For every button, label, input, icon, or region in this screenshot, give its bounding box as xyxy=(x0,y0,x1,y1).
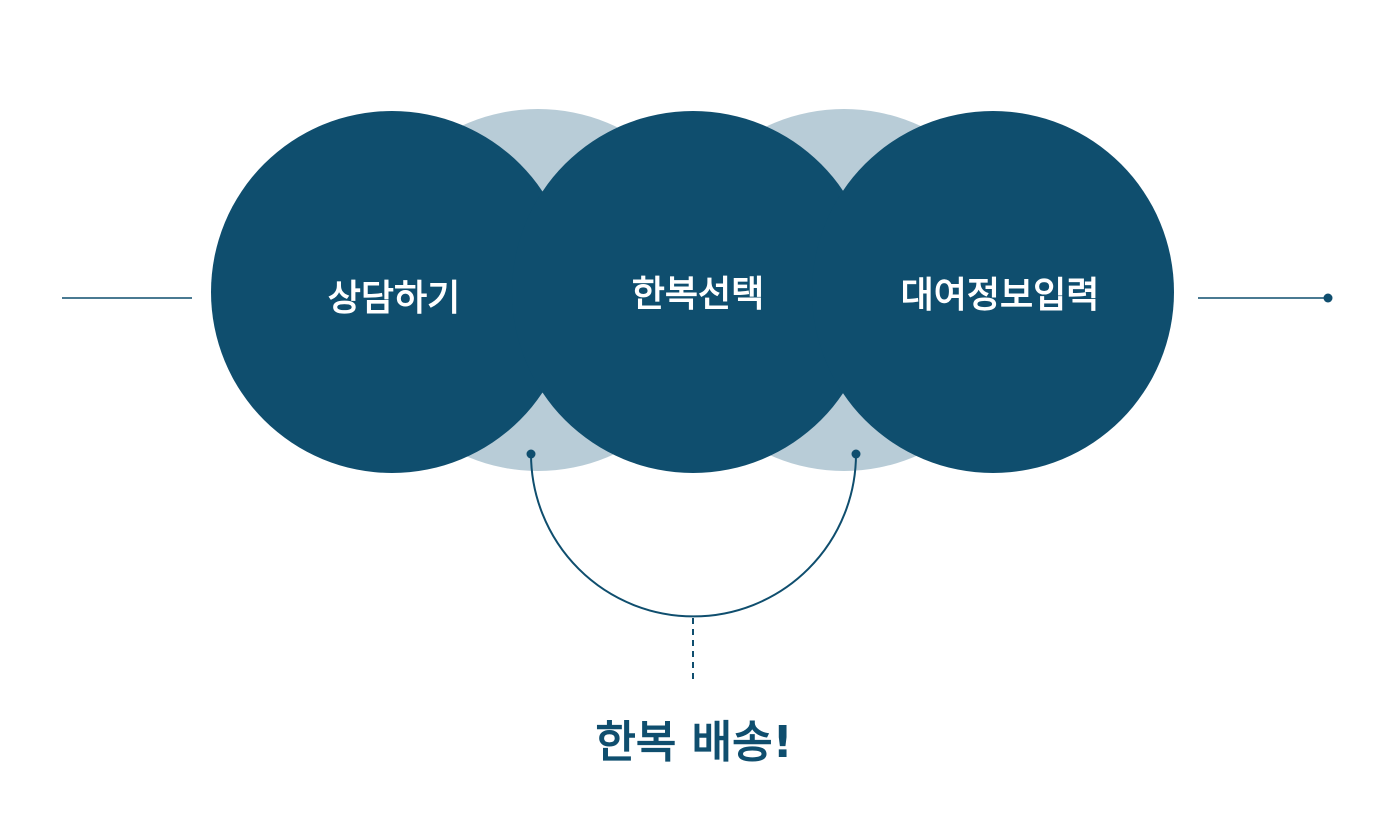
step-circle-2 xyxy=(512,111,874,473)
arc-end-dot xyxy=(851,449,861,459)
step-circle-3 xyxy=(812,111,1174,473)
right-connector-dot xyxy=(1323,293,1333,303)
result-label: 한복 배송! xyxy=(595,717,792,768)
arc-start-dot xyxy=(526,449,536,459)
step-circle-1 xyxy=(211,111,573,473)
step-label-1: 상담하기 xyxy=(328,278,460,319)
delivery-arc xyxy=(530,453,857,618)
step-label-2: 한복선택 xyxy=(632,274,764,315)
step-label-3: 대여정보입력 xyxy=(901,275,1100,316)
